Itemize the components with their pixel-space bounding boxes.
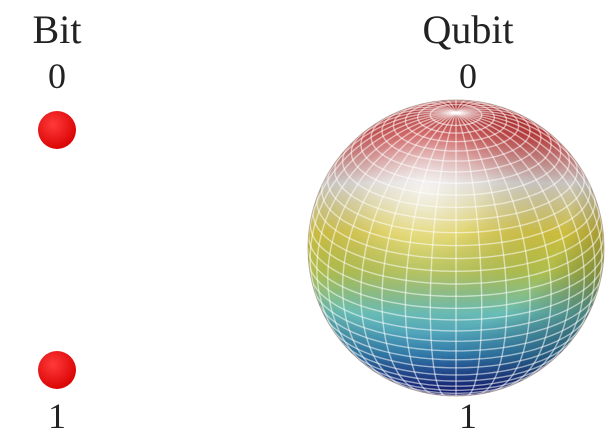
sphere-grid-line	[309, 112, 457, 305]
bit-state-1-label: 1	[48, 396, 66, 436]
sphere-grid-line	[392, 106, 457, 115]
sphere-grid-line	[429, 112, 457, 396]
sphere-grid-line	[455, 102, 489, 114]
sphere-grid-line	[455, 106, 520, 115]
sphere-grid-line	[455, 112, 552, 388]
bit-state-1-dot	[38, 351, 76, 389]
sphere-grid-line	[455, 112, 508, 395]
sphere-grid-line	[316, 112, 457, 345]
sphere-grid-line	[381, 112, 457, 393]
sphere-grid-line	[320, 111, 457, 188]
sphere-grid-line	[455, 112, 585, 370]
bit-state-0-dot	[38, 111, 76, 149]
qubit-title: Qubit	[422, 7, 514, 52]
sphere-grid-line	[456, 112, 604, 249]
sphere-grid	[308, 100, 604, 396]
sphere-grid-line	[455, 112, 603, 305]
sphere-grid-line	[345, 110, 457, 149]
sphere-outline	[307, 99, 605, 397]
sphere-grid-line	[455, 110, 567, 149]
bit-state-0-label: 0	[48, 56, 66, 96]
sphere-grid-line	[455, 108, 539, 126]
sphere-grid-line	[455, 112, 531, 393]
sphere-grid-line	[341, 112, 457, 381]
sphere-grid-line	[455, 112, 483, 396]
bit-title: Bit	[32, 7, 82, 52]
sphere-grid-line	[360, 112, 457, 388]
sphere-grid-line	[308, 112, 456, 244]
sphere-grid-line	[435, 100, 457, 114]
sphere-grid-line	[455, 112, 596, 345]
sphere-grid-line	[423, 102, 457, 114]
sphere-grid-line	[404, 112, 457, 395]
sphere-grid-line	[455, 100, 477, 114]
sphere-grid-line	[455, 111, 592, 188]
sphere-grid-line	[455, 112, 571, 381]
sphere-grid-line	[327, 112, 457, 370]
qubit-sphere	[307, 99, 605, 397]
sphere-grid-line	[373, 108, 457, 126]
qubit-state-1-label: 1	[459, 396, 477, 436]
qubit-state-0-label: 0	[459, 56, 477, 96]
